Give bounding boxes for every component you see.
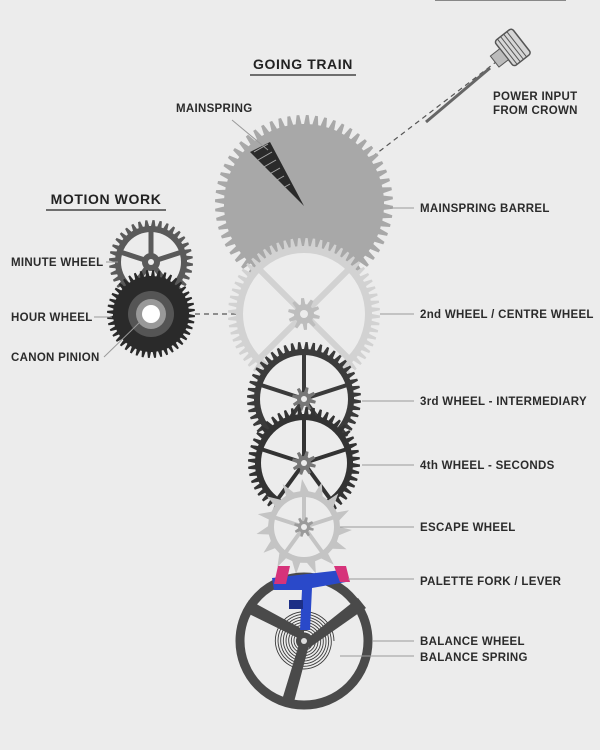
leader-lines: [94, 119, 414, 657]
label-power-input-1: POWER INPUT: [493, 91, 577, 103]
mainspring-barrel: [215, 115, 393, 293]
wheel-spoke: [256, 311, 307, 362]
motion-work-heading: MOTION WORK: [51, 191, 162, 207]
label-canon-pinion: CANON PINION: [11, 352, 100, 364]
going-train-heading: GOING TRAIN: [253, 56, 353, 72]
second-wheel: [228, 238, 380, 390]
label-palette-fork: PALETTE FORK / LEVER: [420, 576, 562, 588]
label-mainspring-barrel: MAINSPRING BARREL: [420, 203, 550, 215]
label-balance-wheel: BALANCE WHEEL: [420, 636, 525, 648]
hour-wheel: [107, 270, 195, 358]
label-fourth-wheel: 4th WHEEL - SECONDS: [420, 460, 555, 472]
escape-wheel: [256, 479, 352, 575]
label-power-input-2: FROM CROWN: [493, 105, 578, 117]
mainspring-wedge: [250, 142, 304, 206]
label-minute-wheel: MINUTE WHEEL: [11, 257, 103, 269]
wheel-spoke: [275, 461, 306, 501]
fourth-wheel: [248, 407, 360, 519]
label-hour-wheel: HOUR WHEEL: [11, 312, 93, 324]
label-third-wheel: 3rd WHEEL - INTERMEDIARY: [420, 396, 587, 408]
label-mainspring: MAINSPRING: [176, 103, 252, 115]
label-escape-wheel: ESCAPE WHEEL: [420, 522, 516, 534]
palette-fork: [272, 566, 350, 630]
label-balance-spring: BALANCE SPRING: [420, 652, 528, 664]
label-second-wheel: 2nd WHEEL / CENTRE WHEEL: [420, 309, 594, 321]
balance-spring-coil: [274, 611, 335, 670]
wheel-spoke: [301, 266, 352, 317]
